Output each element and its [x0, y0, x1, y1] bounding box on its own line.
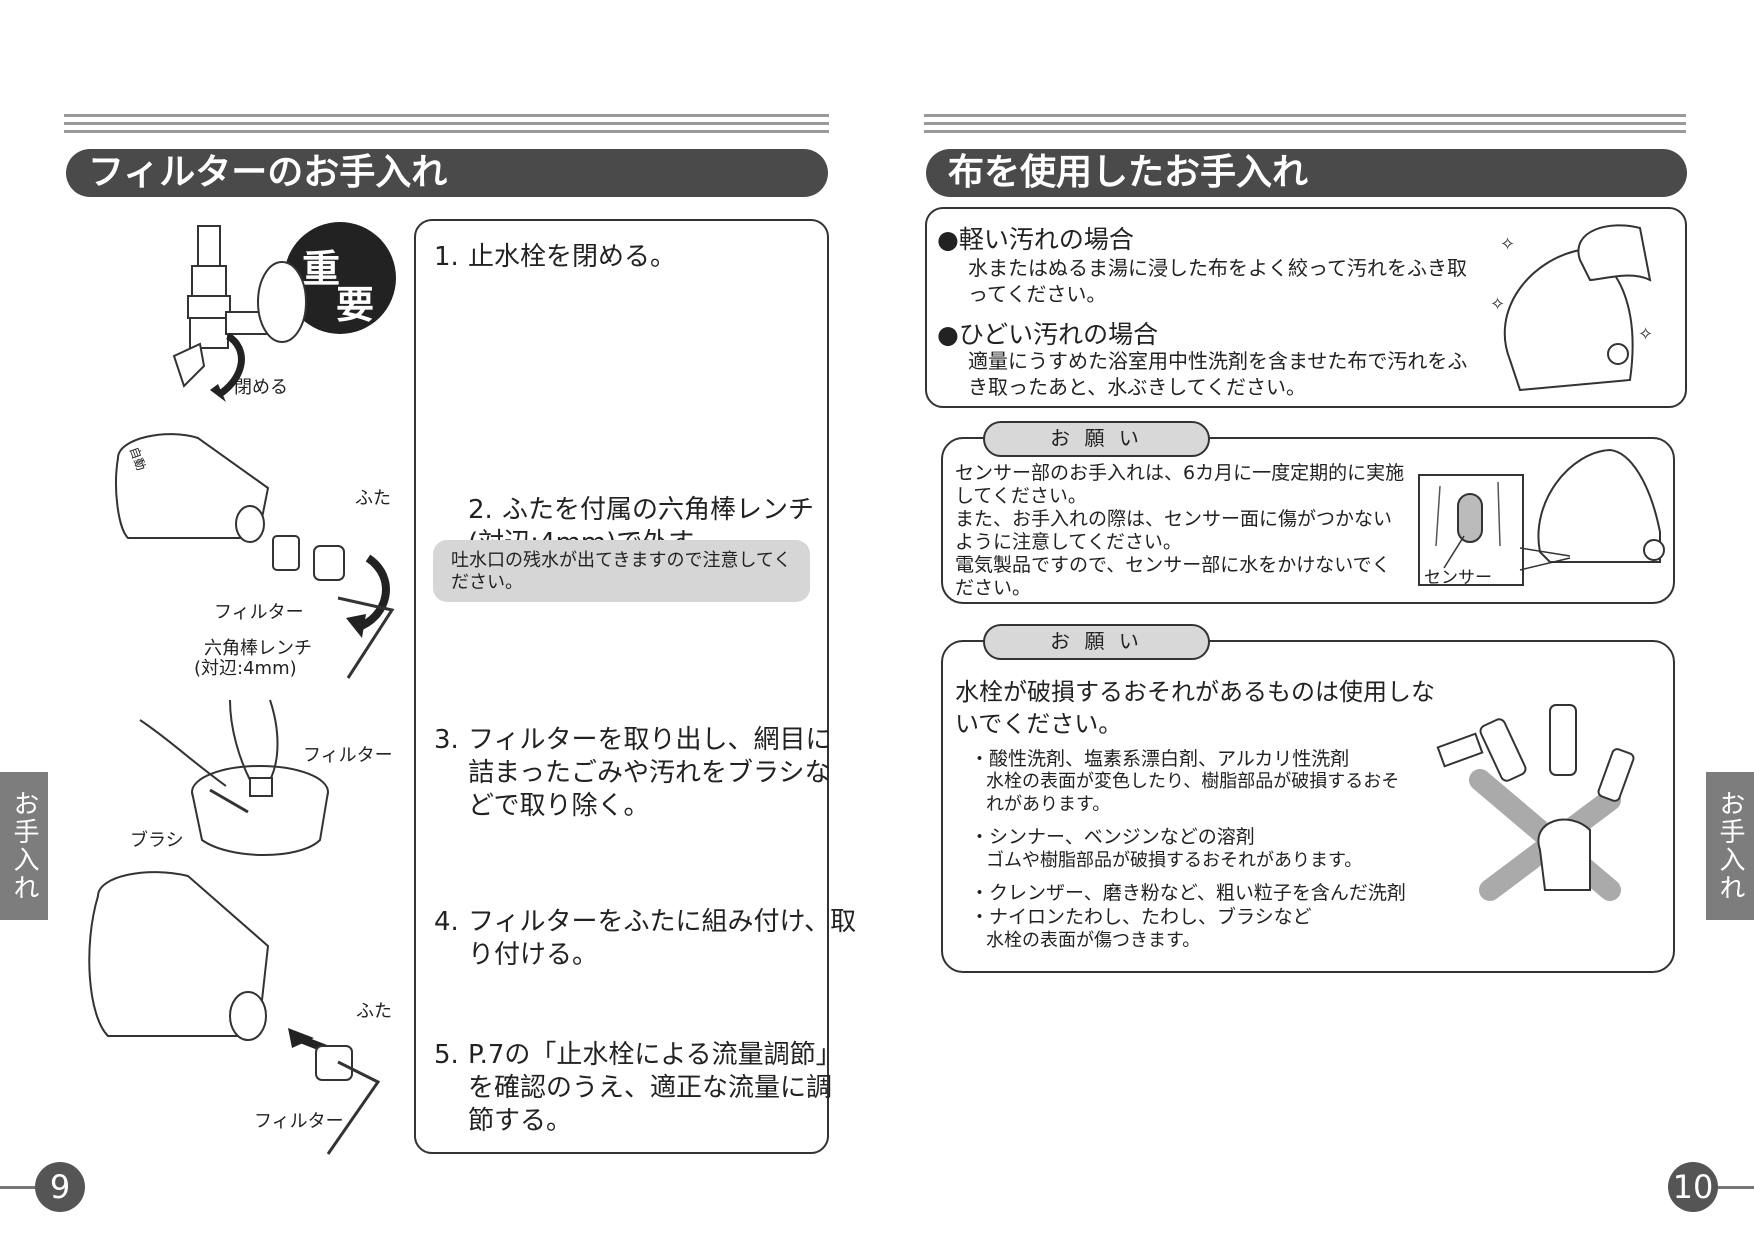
step-number: 5. [434, 1040, 459, 1070]
lid-label-2: ふた [356, 1001, 392, 1022]
step-5: 5. P.7の「止水栓による流量調節」を確認のうえ、適正な流量に調節する。 [434, 1039, 848, 1138]
top-rule-right-3 [924, 130, 1686, 133]
svg-text:✧: ✧ [1638, 324, 1653, 345]
step-number: 1. [434, 242, 459, 272]
request-label-1: お 願 い [983, 421, 1210, 457]
item-4-title: ・ナイロンたわし、たわし、ブラシなど [970, 906, 1312, 928]
sensor-label: センサー [1424, 568, 1492, 588]
step-1: 1. 止水栓を閉める。 [434, 241, 848, 274]
step-3: 3. フィルターを取り出し、網目に詰まったごみや汚れをブラシなどで取り除く。 [434, 724, 853, 823]
top-rule-2 [64, 122, 829, 125]
item-3-title: ・クレンザー、磨き粉など、粗い粒子を含んだ洗剤 [970, 882, 1406, 904]
brush-label: ブラシ [130, 830, 184, 851]
light-dirt-text: 水またはぬるま湯に浸した布をよく絞って汚れをふき取ってください。 [968, 256, 1467, 306]
item-1-desc: 水栓の表面が変色したり、樹脂部品が破損するおそれがあります。 [986, 771, 1400, 815]
svg-text:✧: ✧ [1500, 234, 1515, 255]
light-dirt-title: ●軽い汚れの場合 [937, 225, 1134, 254]
filter-label-1: フィルター [214, 602, 304, 623]
wrench-label: 六角棒レンチ [204, 638, 312, 659]
step-4: 4. フィルターをふたに組み付け、取り付ける。 [434, 906, 863, 972]
side-tab-left: お手入れ [0, 772, 48, 920]
heavy-dirt-title: ●ひどい汚れの場合 [937, 320, 1159, 349]
badge-char-1: 重 [302, 247, 341, 291]
filter-label-2: フィルター [303, 745, 393, 766]
sensor-detail-box [1418, 474, 1524, 586]
filter-label-3: フィルター [254, 1111, 344, 1132]
request-damage-lead: 水栓が破損するおそれがあるものは使用しないでください。 [955, 678, 1435, 738]
item-1-title: ・酸性洗剤、塩素系漂白剤、アルカリ性洗剤 [970, 748, 1350, 770]
step-text: P.7の「止水栓による流量調節」を確認のうえ、適正な流量に調節する。 [468, 1040, 842, 1136]
step-text: フィルターをふたに組み付け、取り付ける。 [468, 907, 857, 970]
request-box-sensor [941, 437, 1675, 604]
close-label: 閉める [234, 377, 288, 398]
step-text: 止水栓を閉める。 [468, 242, 677, 272]
side-tab-right: お手入れ [1706, 772, 1754, 920]
reattach-filter-illustration [88, 871, 381, 1155]
sensor-faucet-illustration [1519, 448, 1665, 571]
step-number: 4. [434, 907, 459, 937]
request-box-damage [941, 640, 1675, 973]
wrench-size-label: (対辺:4mm) [194, 658, 297, 679]
step-2-note: 吐水口の残水が出てきますので注意してください。 [433, 540, 810, 602]
stop-valve-illustration [172, 225, 307, 402]
heavy-dirt-text: 適量にうすめた浴室用中性洗剤を含ませた布で汚れをふき取ったあと、水ぶきしてくださ… [968, 349, 1468, 399]
request-sensor-text: センサー部のお手入れは、6カ月に一度定期的に実施してください。 また、お手入れの… [955, 462, 1405, 599]
svg-text:✧: ✧ [1490, 294, 1505, 315]
lid-label-1: ふた [355, 488, 391, 509]
step-number: 3. [434, 725, 459, 755]
top-rule-1 [64, 114, 829, 117]
cleaning-filter-illustration [139, 699, 329, 856]
step-text: フィルターを取り出し、網目に詰まったごみや汚れをブラシなどで取り除く。 [468, 725, 832, 821]
section-heading-cloth: 布を使用したお手入れ [926, 149, 1687, 197]
faucet-wiping-illustration: ✧ ✧ ✧ [1490, 224, 1653, 392]
page-number-left: 9 [35, 1162, 85, 1212]
top-rule-right-2 [924, 122, 1686, 125]
cloth-care-box [925, 207, 1687, 408]
item-4-desc: 水栓の表面が傷つきます。 [986, 930, 1201, 951]
prohibited-cleaners-illustration [1436, 704, 1635, 901]
faucet-lid-illustration [115, 433, 395, 679]
sensor-detail-illustration [1435, 481, 1501, 569]
top-rule-3 [64, 130, 829, 133]
page-number-right: 10 [1668, 1162, 1718, 1212]
badge-char-2: 要 [336, 283, 375, 327]
page-number-line-right [1714, 1186, 1754, 1189]
item-2-desc: ゴムや樹脂部品が破損するおそれがあります。 [986, 850, 1363, 871]
request-label-2: お 願 い [983, 624, 1210, 660]
page-number-line-left [0, 1186, 40, 1189]
top-rule-right-1 [924, 114, 1686, 117]
step-number: 2. [468, 495, 493, 525]
steps-box [414, 219, 829, 1154]
section-heading-filter: フィルターのお手入れ [66, 149, 828, 197]
item-2-title: ・シンナー、ベンジンなどの溶剤 [970, 826, 1255, 848]
